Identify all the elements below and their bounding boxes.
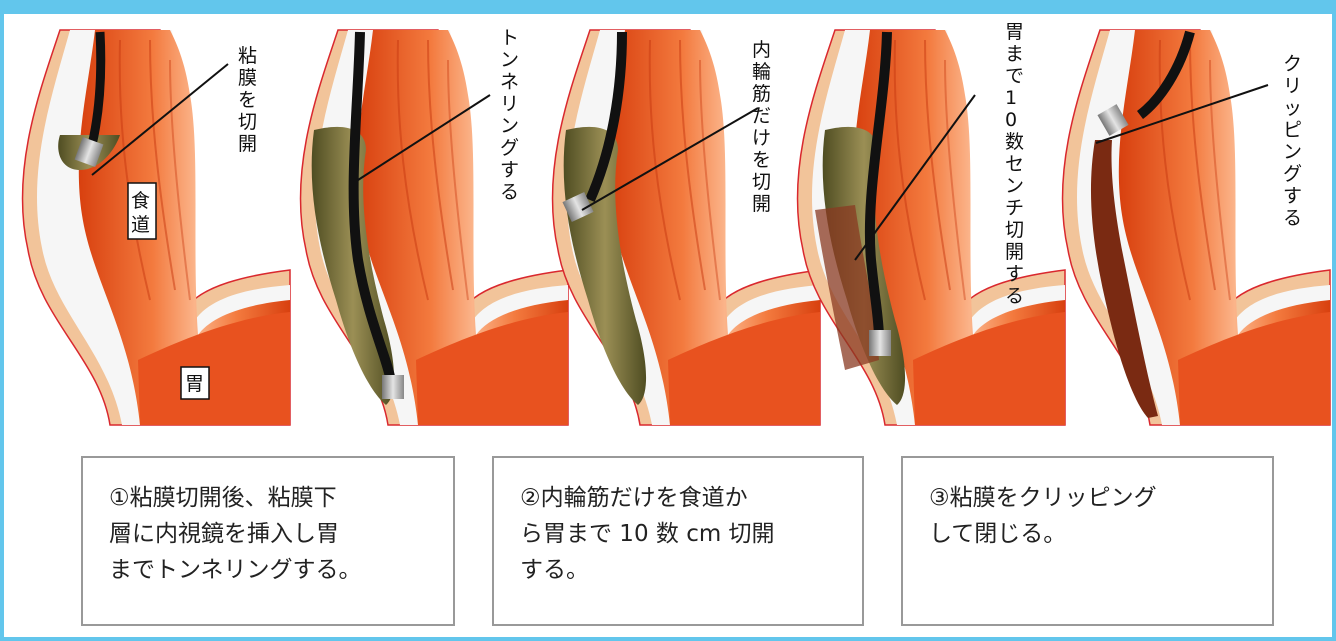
panel-2-label-char-4: ン <box>500 115 519 137</box>
panel-2-label-char-0: ト <box>500 27 519 49</box>
step-2-box: ②内輪筋だけを食道か ら胃まで 10 数 cm 切開 する。 <box>492 456 864 626</box>
panel-4-label-char-4: 0 <box>1005 109 1017 131</box>
panel-2-label-char-6: す <box>500 159 519 181</box>
panel-4-label-char-5: 数 <box>1005 131 1024 153</box>
panel-4-label-char-6: セ <box>1005 153 1024 175</box>
step-1-line-1: ①粘膜切開後、粘膜下 <box>109 480 453 516</box>
panel-3-label-char-0: 内 <box>752 39 771 61</box>
panel-4-label-char-11: す <box>1005 263 1024 285</box>
step-1-line-2: 層に内視鏡を挿入し胃 <box>109 516 453 552</box>
panel-5-label-char-1: リ <box>1283 75 1302 97</box>
panel-3 <box>552 30 820 425</box>
panel-3-label-char-4: け <box>752 127 771 149</box>
panel-3-label-char-1: 輪 <box>752 61 771 83</box>
panel-2-label: ト ン ネ リ ン グ す る <box>500 27 519 203</box>
step-3-box: ③粘膜をクリッピング して閉じる。 <box>901 456 1274 626</box>
step-2-line-1: ②内輪筋だけを食道か <box>520 480 862 516</box>
panel-2-label-char-1: ン <box>500 49 519 71</box>
panel-5-label-char-2: ッ <box>1283 97 1302 119</box>
panel-1-label-char-0: 粘 <box>238 45 257 67</box>
panel-4-label-char-8: チ <box>1005 197 1024 219</box>
panel-2-label-char-7: る <box>500 181 519 203</box>
step-2-line-2: ら胃まで 10 数 cm 切開 <box>520 516 862 552</box>
panel-4 <box>797 30 1065 425</box>
panel-4-label-char-10: 開 <box>1005 241 1024 263</box>
panel-4-label-char-12: る <box>1005 285 1024 307</box>
panel-2-label-char-3: リ <box>500 93 519 115</box>
stomach-tag-char-0: 胃 <box>185 373 204 395</box>
panel-4-label-char-3: 1 <box>1005 87 1017 109</box>
panel-5-label-char-0: ク <box>1283 53 1302 75</box>
panel-1-label: 粘 膜 を 切 開 <box>238 45 257 155</box>
step-1-box: ①粘膜切開後、粘膜下 層に内視鏡を挿入し胃 までトンネリングする。 <box>81 456 455 626</box>
panel-5-label: ク リ ッ ピ ン グ す る <box>1283 53 1302 229</box>
panel-3-label-char-2: 筋 <box>752 83 771 105</box>
esophagus-tag-char-1: 道 <box>131 214 150 236</box>
panel-5-label-char-6: す <box>1283 185 1302 207</box>
panel-3-label-char-3: だ <box>752 105 771 127</box>
panel-3-label: 内 輪 筋 だ け を 切 開 <box>752 39 771 215</box>
step-3-line-2: して閉じる。 <box>929 516 1272 552</box>
panel-3-label-char-6: 切 <box>752 171 771 193</box>
panel-1-label-char-4: 開 <box>238 133 257 155</box>
panel-2-label-char-2: ネ <box>500 71 519 93</box>
step-2-line-3: する。 <box>520 552 862 588</box>
panel-5-label-char-4: ン <box>1283 141 1302 163</box>
panel-3-label-char-5: を <box>752 149 771 171</box>
panel-2-label-char-5: グ <box>500 137 519 159</box>
panel-4-label-char-9: 切 <box>1005 219 1024 241</box>
panel-5-label-char-3: ピ <box>1283 119 1302 141</box>
panel-1-label-char-3: 切 <box>238 111 257 133</box>
panel-4-label-char-7: ン <box>1005 175 1024 197</box>
step-3-line-1: ③粘膜をクリッピング <box>929 480 1272 516</box>
esophagus-tag-char-0: 食 <box>131 190 150 212</box>
panel-1-label-char-1: 膜 <box>238 67 257 89</box>
panel-2 <box>300 30 568 425</box>
panel-1-label-char-2: を <box>238 89 257 111</box>
panel-4-label-char-0: 胃 <box>1005 21 1024 43</box>
panel-3-label-char-7: 開 <box>752 193 771 215</box>
step-1-line-3: までトンネリングする。 <box>109 552 453 588</box>
panel-4-label: 胃 ま で 1 0 数 セ ン チ 切 開 す る <box>1005 21 1024 307</box>
panel-5-label-char-5: グ <box>1283 163 1302 185</box>
panel-5-label-char-7: る <box>1283 207 1302 229</box>
panel-4-label-char-2: で <box>1005 65 1024 87</box>
panel-4-label-char-1: ま <box>1005 43 1024 65</box>
